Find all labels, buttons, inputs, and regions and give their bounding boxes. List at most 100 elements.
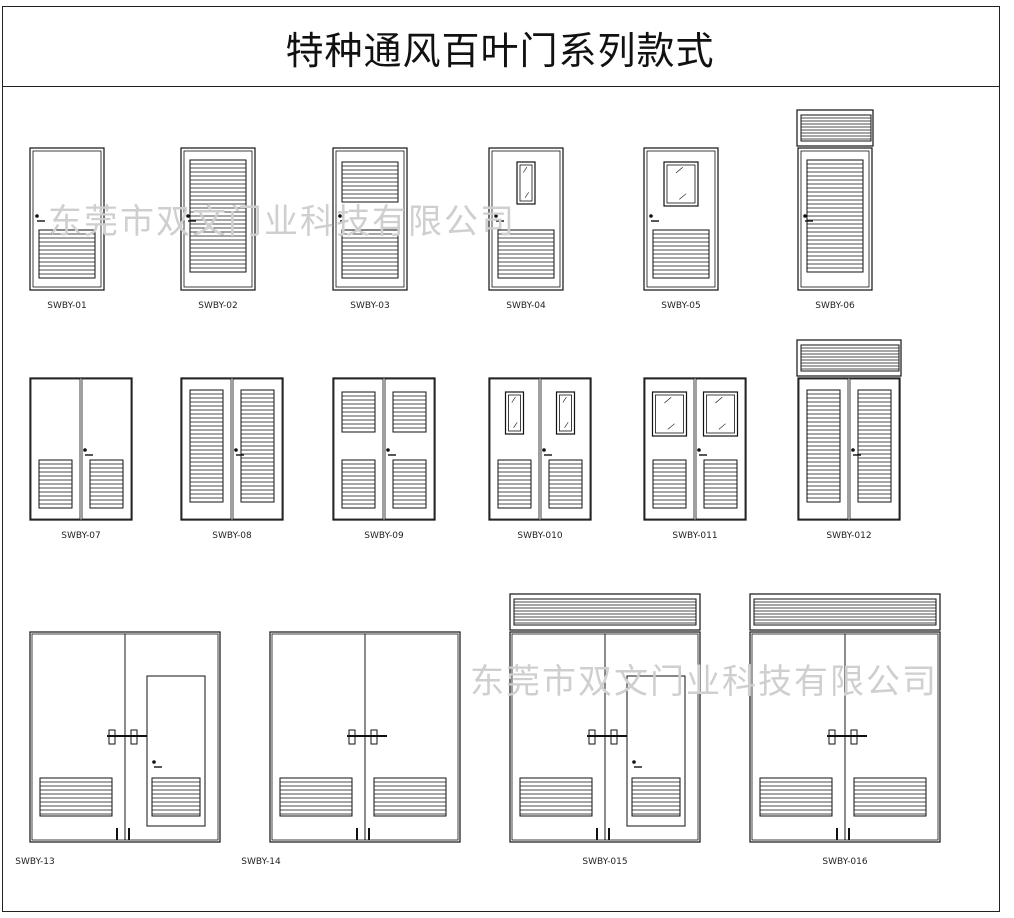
door-leaf — [644, 378, 695, 520]
door-code-label: SWBY-08 — [212, 531, 252, 541]
glass-reflection — [562, 396, 567, 403]
louver-slats — [342, 165, 398, 199]
glass-window — [651, 391, 688, 437]
glass-reflection — [664, 397, 672, 404]
door-handle — [386, 448, 390, 452]
transom-frame — [796, 109, 874, 147]
louver-panel — [513, 598, 697, 626]
louver-panel — [800, 344, 900, 372]
door-handle — [494, 214, 498, 218]
door-leaf — [384, 378, 435, 520]
door-leaf — [181, 378, 232, 520]
glass-reflection — [679, 193, 687, 200]
glass-window — [504, 391, 525, 435]
watermark-text: 东莞市双文门业科技有限公司 — [470, 662, 938, 702]
lock-body — [828, 729, 836, 745]
door-frame — [643, 377, 747, 521]
transom-frame — [796, 339, 902, 377]
transom-frame — [509, 593, 701, 631]
lock-body — [850, 729, 858, 745]
door-leaf — [646, 150, 716, 288]
louver-slats — [393, 463, 426, 505]
door-handle — [338, 214, 342, 218]
glass-reflection — [511, 396, 516, 403]
louver-slats — [549, 463, 582, 505]
door-swby-015 — [509, 593, 701, 843]
door-leaf — [32, 150, 102, 288]
glass-reflection — [667, 423, 675, 430]
louver-panel — [373, 777, 447, 817]
door-swby-012 — [796, 339, 902, 521]
door-handle — [803, 214, 807, 218]
louver-panel — [759, 777, 833, 817]
louver-slats — [498, 463, 531, 505]
wicket-door — [626, 675, 686, 827]
door-frame — [29, 631, 221, 843]
lock-body — [588, 729, 596, 745]
door-handle — [851, 448, 855, 452]
lock-body — [370, 729, 378, 745]
door-leaf — [232, 378, 283, 520]
door-handle — [542, 448, 546, 452]
door-leaf — [333, 378, 384, 520]
louver-slats — [39, 463, 72, 505]
louver-slats — [760, 781, 832, 815]
drawing-frame — [2, 6, 1000, 912]
louver-slats — [520, 781, 592, 815]
glass-pane — [519, 164, 533, 202]
door-swby-011 — [643, 377, 747, 521]
door-code-label: SWBY-02 — [198, 301, 237, 311]
door-swby-01 — [29, 147, 105, 291]
door-handle — [649, 214, 653, 218]
louver-slats — [754, 601, 936, 624]
door-frame — [269, 631, 461, 843]
louver-panel — [279, 777, 353, 817]
louver-slats — [342, 233, 398, 275]
door-code-label: SWBY-015 — [582, 857, 627, 867]
door-leaf — [30, 378, 81, 520]
door-leaf — [183, 150, 253, 288]
louver-slats — [807, 393, 840, 499]
door-handle — [697, 448, 701, 452]
door-swby-08 — [180, 377, 284, 521]
glass-pane — [666, 164, 696, 204]
page-title: 特种通风百叶门系列款式 — [285, 29, 715, 73]
door-code-label: SWBY-06 — [815, 301, 855, 311]
glass-reflection — [513, 422, 518, 428]
louver-slats — [498, 233, 554, 275]
louver-slats — [632, 781, 680, 815]
louver-slats — [190, 393, 223, 499]
door-leaf — [849, 378, 900, 520]
door-code-label: SWBY-07 — [61, 531, 100, 541]
door-code-label: SWBY-012 — [826, 531, 871, 541]
door-swby-04 — [488, 147, 564, 291]
door-handle — [83, 448, 87, 452]
glass-reflection — [675, 167, 683, 174]
door-code-label: SWBY-01 — [47, 301, 86, 311]
louver-panel — [753, 598, 937, 626]
door-frame — [29, 377, 133, 521]
door-code-label: SWBY-13 — [15, 857, 54, 867]
door-code-label: SWBY-14 — [241, 857, 281, 867]
louver-slats — [704, 463, 737, 505]
door-frame — [332, 147, 408, 291]
louver-slats — [190, 163, 246, 269]
glass-pane — [508, 394, 521, 432]
louver-slats — [653, 463, 686, 505]
louver-slats — [393, 395, 426, 429]
louver-slats — [152, 781, 200, 815]
glass-window — [555, 391, 576, 435]
door-swby-016 — [749, 593, 941, 843]
door-swby-03 — [332, 147, 408, 291]
door-frame — [509, 631, 701, 843]
louver-panel — [631, 777, 681, 817]
door-frame — [797, 147, 873, 291]
door-swby-07 — [29, 377, 133, 521]
door-frame — [180, 147, 256, 291]
door-leaf — [491, 150, 561, 288]
louver-slats — [342, 395, 375, 429]
louver-slats — [801, 347, 899, 370]
louver-slats — [807, 163, 863, 269]
